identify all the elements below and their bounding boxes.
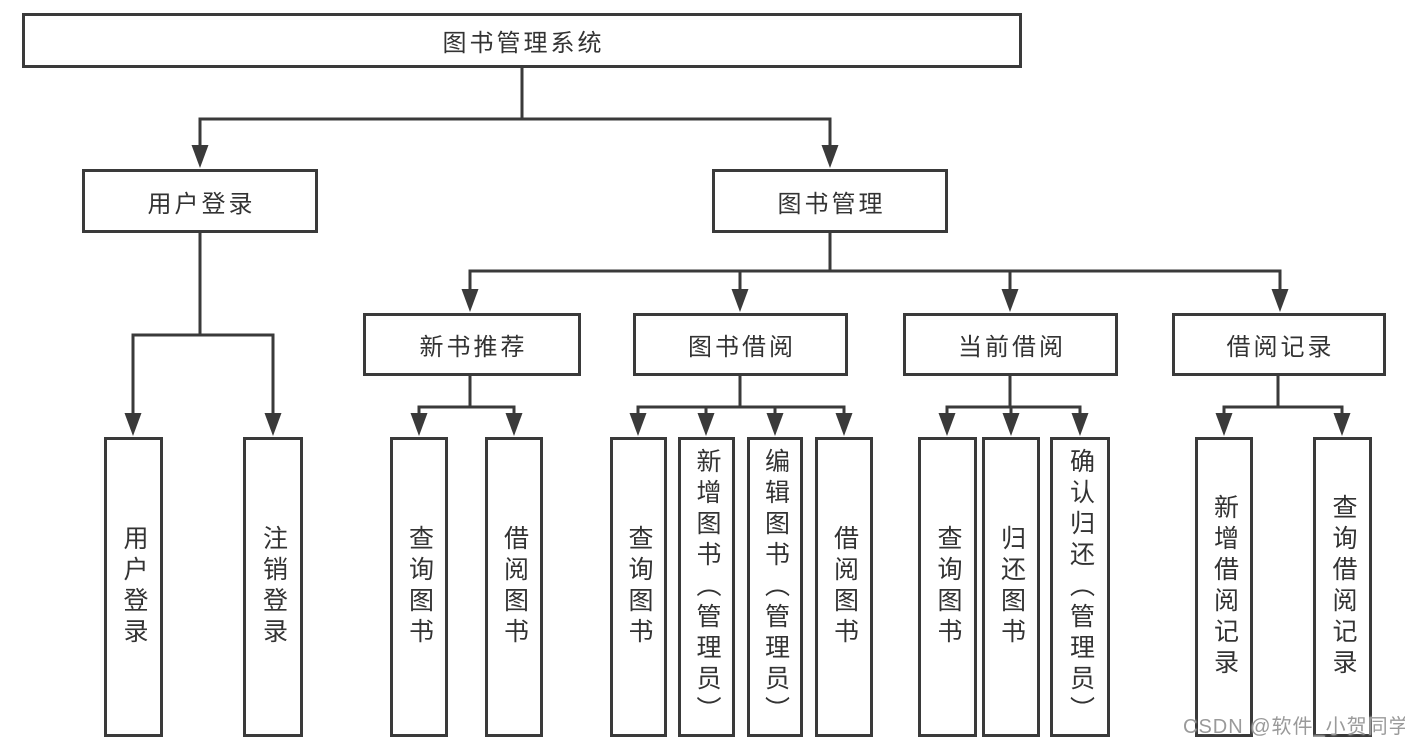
node-book-management: 图书管理 bbox=[712, 169, 948, 233]
node-new-book-recommend: 新书推荐 bbox=[363, 313, 581, 376]
leaf-query-books-borrowing: 查询图书 bbox=[610, 437, 667, 737]
leaf-logout: 注销登录 bbox=[243, 437, 303, 737]
node-user-login: 用户登录 bbox=[82, 169, 318, 233]
node-borrowing-records: 借阅记录 bbox=[1172, 313, 1386, 376]
csdn-watermark: CSDN @软件_小贺同学 bbox=[1183, 716, 1405, 738]
leaf-query-books-current: 查询图书 bbox=[918, 437, 977, 737]
leaf-query-books-recommend: 查询图书 bbox=[390, 437, 448, 737]
leaf-confirm-return-admin: 确认归还（管理员） bbox=[1050, 437, 1110, 737]
leaf-borrow-books-borrowing: 借阅图书 bbox=[815, 437, 873, 737]
leaf-add-book-admin: 新增图书（管理员） bbox=[678, 437, 735, 737]
node-root-library-management-system: 图书管理系统 bbox=[22, 13, 1022, 68]
leaf-user-login: 用户登录 bbox=[104, 437, 163, 737]
node-book-borrowing: 图书借阅 bbox=[633, 313, 848, 376]
leaf-add-borrow-record: 新增借阅记录 bbox=[1195, 437, 1253, 737]
leaf-edit-book-admin: 编辑图书（管理员） bbox=[747, 437, 803, 737]
node-current-borrowing: 当前借阅 bbox=[903, 313, 1118, 376]
leaf-return-book: 归还图书 bbox=[982, 437, 1040, 737]
leaf-borrow-books-recommend: 借阅图书 bbox=[485, 437, 543, 737]
leaf-query-borrow-record: 查询借阅记录 bbox=[1313, 437, 1372, 737]
